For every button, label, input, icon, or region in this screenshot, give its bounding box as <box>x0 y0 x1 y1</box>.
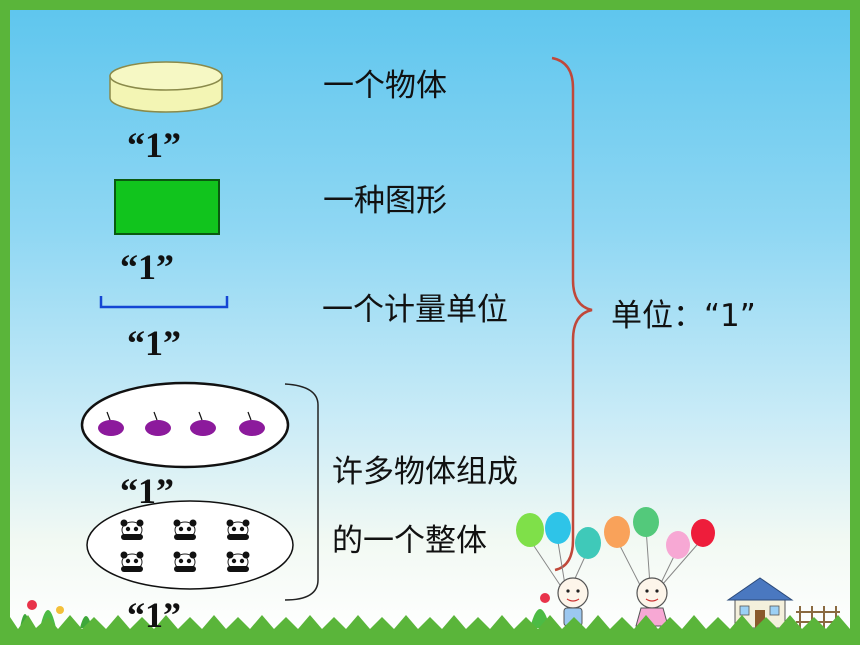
label-group-line1: 许多物体组成 <box>332 454 518 490</box>
panda-group-ellipse <box>86 500 294 590</box>
label-group-line2: 的一个整体 <box>332 523 487 559</box>
panda-icon <box>173 551 197 572</box>
label-object: 一个物体 <box>323 68 447 104</box>
one-label-pandas: “1” <box>127 595 181 635</box>
panda-icon <box>226 519 250 540</box>
panda-icon <box>120 551 144 572</box>
one-label-measure: “1” <box>127 323 181 363</box>
one-label-object: “1” <box>127 125 181 165</box>
house-icon <box>726 577 794 629</box>
label-shape: 一种图形 <box>323 183 447 219</box>
child-girl-icon <box>635 577 669 627</box>
panda-icon <box>173 519 197 540</box>
unit-brace <box>551 56 593 572</box>
one-label-fruits: “1” <box>120 471 174 511</box>
grass-strip <box>0 615 860 645</box>
fruit-item <box>145 411 171 436</box>
balloons-decoration <box>516 507 715 586</box>
line-segment <box>99 296 229 309</box>
fruit-item <box>239 411 265 436</box>
label-unit: 单位：“1” <box>611 298 756 334</box>
panda-icon <box>120 519 144 540</box>
panda-icon <box>226 551 250 572</box>
fruit-items <box>98 411 265 436</box>
one-label-shape: “1” <box>120 247 174 287</box>
fruit-group-ellipse <box>80 381 290 469</box>
panda-items <box>120 519 250 572</box>
green-rectangle <box>114 179 220 235</box>
fruit-item <box>190 411 216 436</box>
label-measure: 一个计量单位 <box>322 292 508 328</box>
group-brace <box>284 383 319 601</box>
cylinder-object <box>109 61 223 113</box>
fruit-item <box>98 411 124 436</box>
